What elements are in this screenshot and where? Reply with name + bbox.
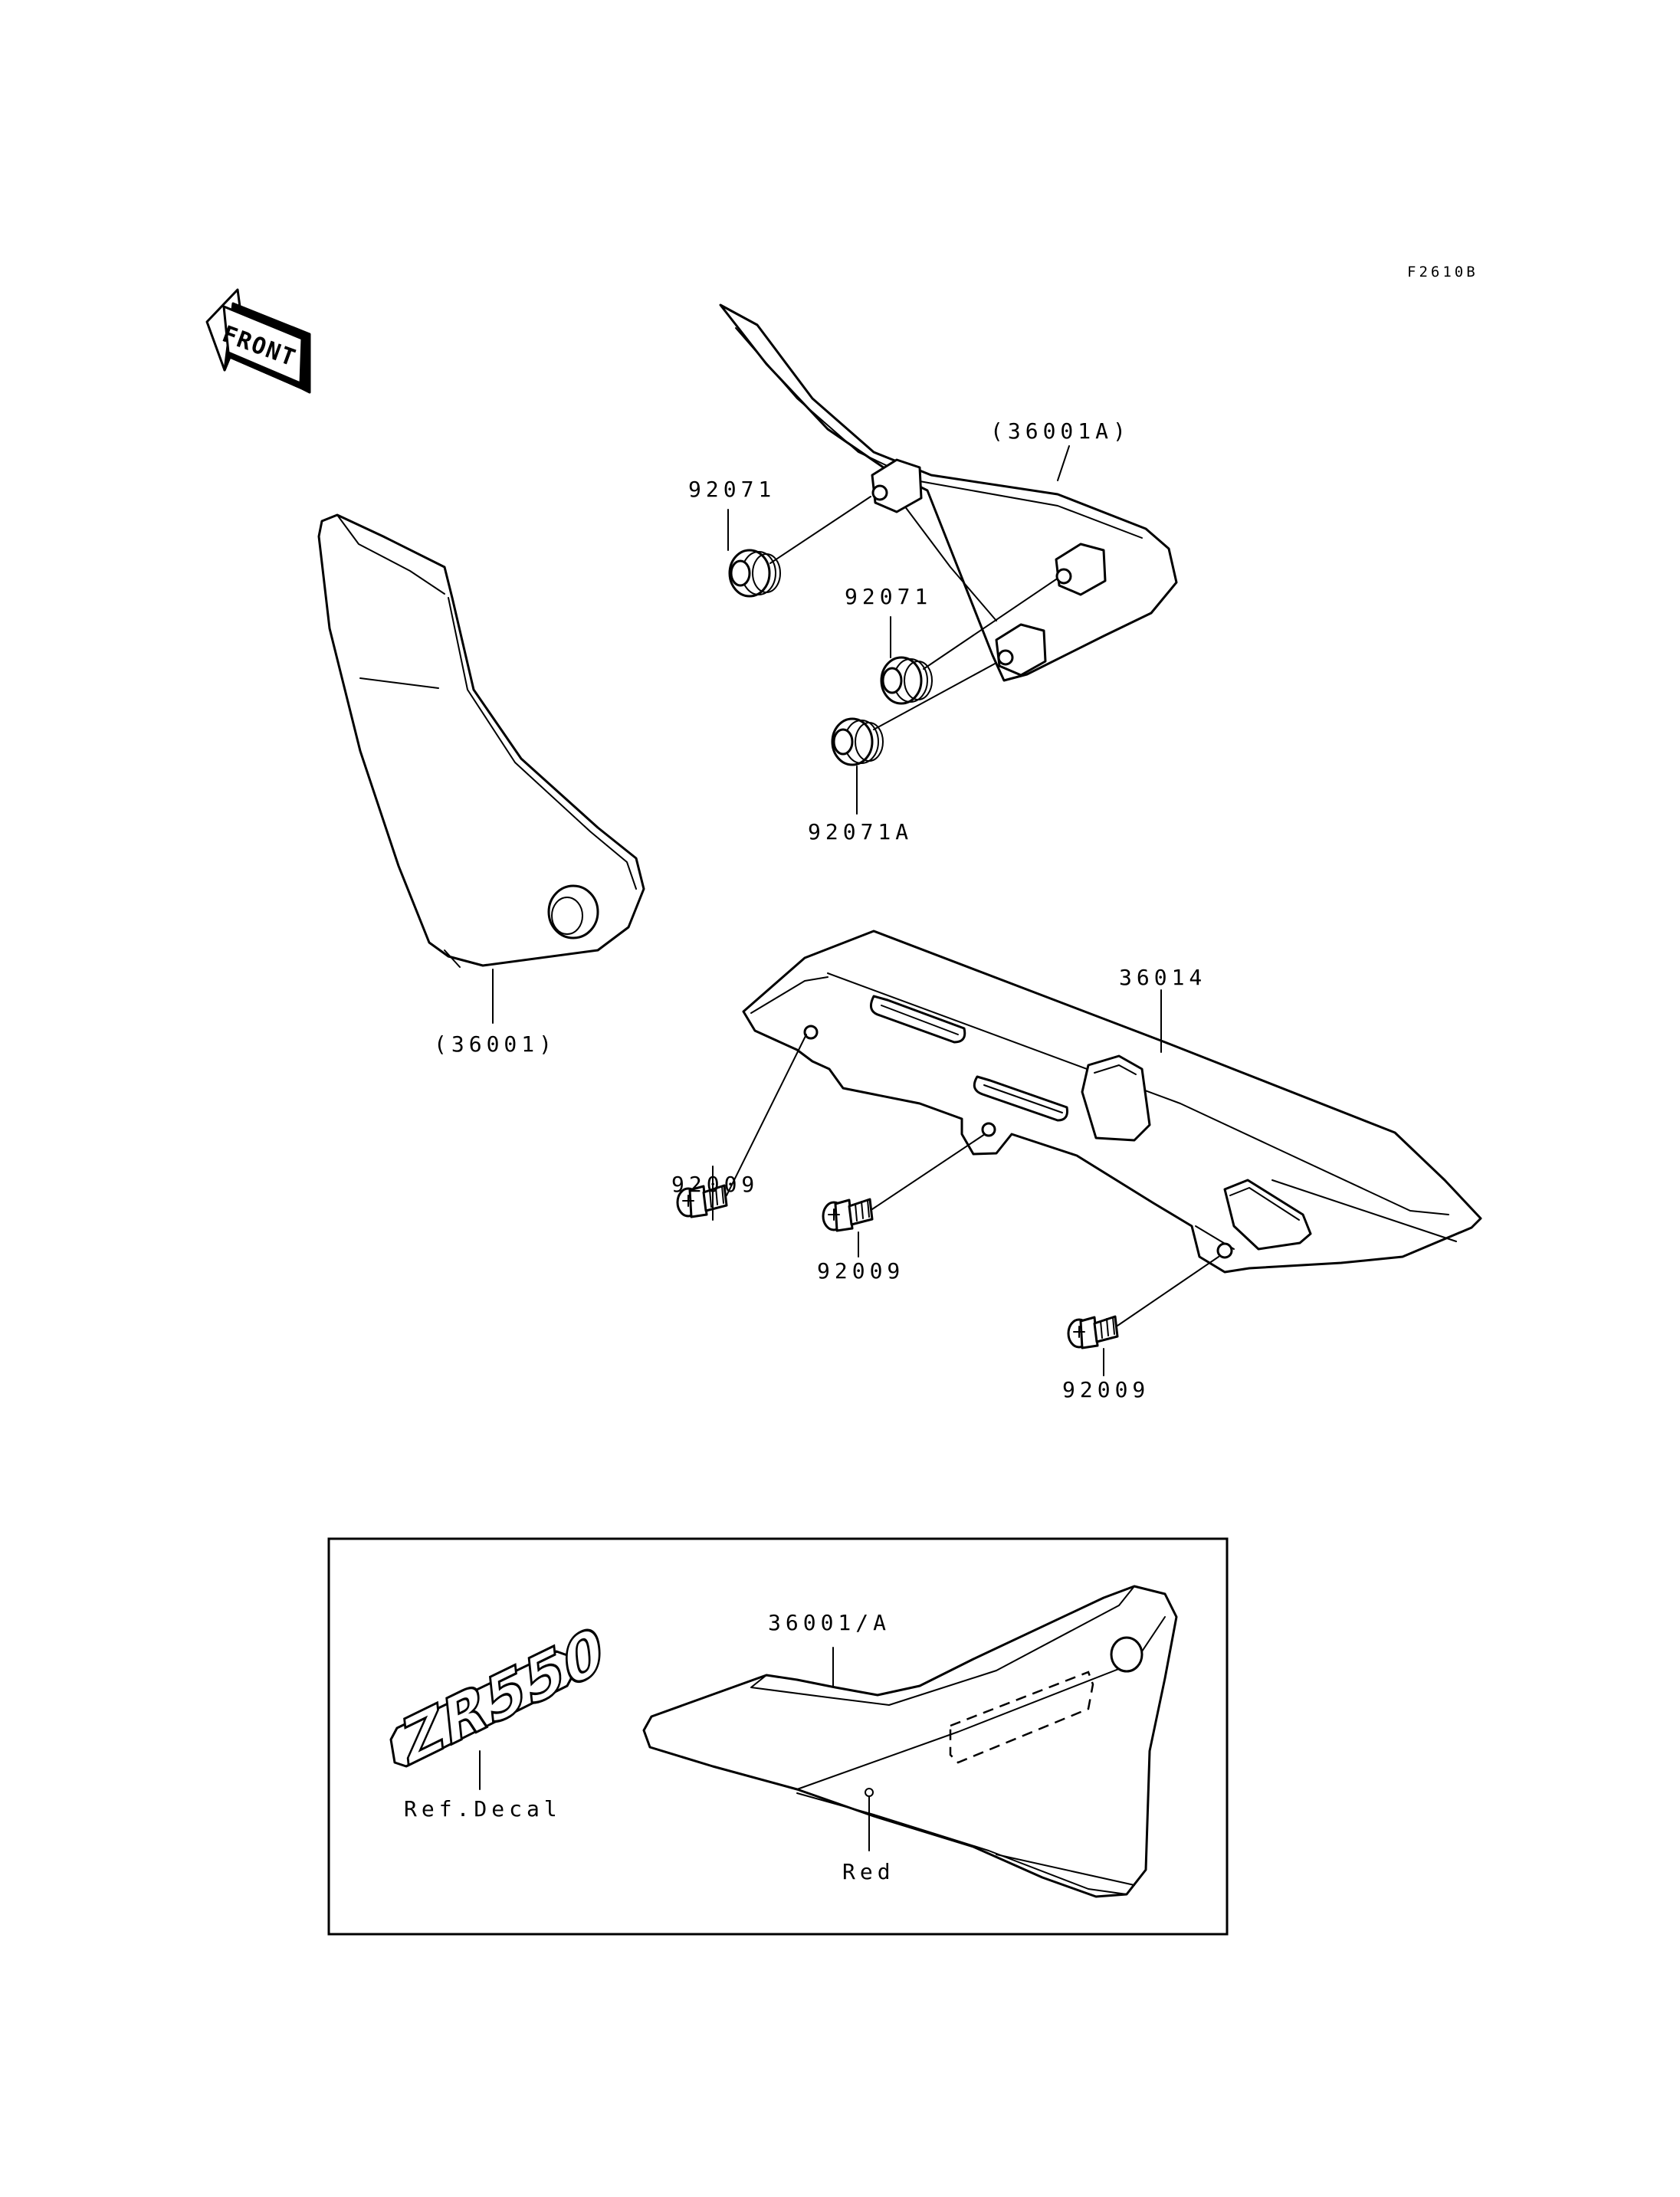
decal-text: ZR550 [400, 1610, 607, 1781]
label-92009-left-text: 92009 [671, 1172, 759, 1197]
label-36014: 36014 [1119, 965, 1206, 990]
leader-bolt-mid-to-hole [871, 1133, 986, 1210]
leader-grommet-mid [923, 579, 1057, 670]
leader-36001A [1057, 445, 1070, 481]
inset-side-cover-36001-A [642, 1585, 1178, 1898]
side-cover-36001 [317, 513, 645, 968]
chain-guard-36014 [742, 930, 1482, 1274]
label-92009-right: 92009 [1062, 1377, 1150, 1402]
grommet-92071-top [728, 549, 781, 598]
label-92009-mid: 92009 [817, 1258, 904, 1284]
leader-bolt-left-to-hole [726, 1034, 807, 1196]
bolt-92009-mid [822, 1198, 874, 1232]
label-92071-top: 92071 [688, 477, 776, 502]
grommet-92071-mid [880, 656, 933, 705]
front-arrow-icon: FRONT [205, 288, 311, 394]
red-marker [865, 1788, 874, 1797]
leader-grommet-top [769, 496, 871, 564]
label-ref-decal: Ref.Decal [404, 1796, 562, 1822]
decal-zr550: ZR550 [389, 1609, 609, 1782]
side-cover-36001A [719, 303, 1178, 682]
label-red: Red [842, 1859, 895, 1884]
label-92071-mid: 92071 [845, 584, 932, 609]
label-92071A: 92071A [808, 819, 913, 844]
label-36001: (36001) [434, 1031, 556, 1057]
bolt-92009-left [676, 1184, 728, 1218]
inset-frame [327, 1537, 1229, 1936]
grommet-92071A [831, 717, 884, 766]
leader-bolt-right-to-hole [1117, 1256, 1219, 1326]
label-36001-A: 36001/A [768, 1610, 891, 1635]
figure-code: F2610B [1407, 264, 1478, 280]
label-36001A: (36001A) [990, 418, 1130, 444]
bolt-92009-right [1067, 1315, 1119, 1349]
leader-grommet-92071A [873, 662, 997, 730]
